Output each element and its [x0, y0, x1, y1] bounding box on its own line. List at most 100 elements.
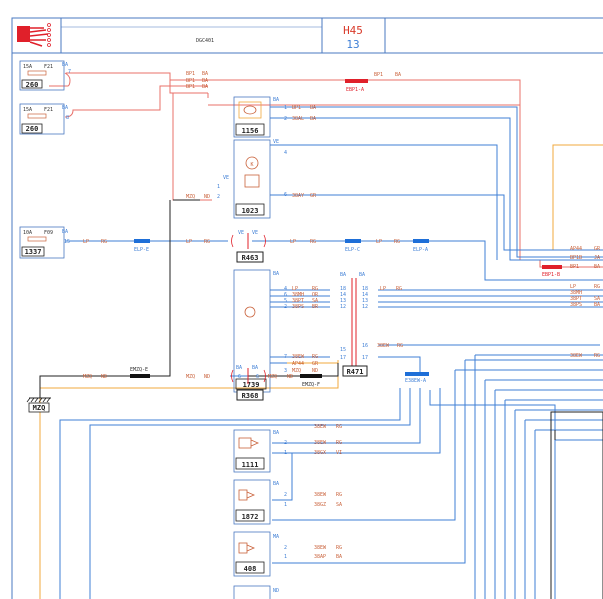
fuse-rating: 15A — [23, 107, 32, 113]
splice-label: ELP-C — [345, 247, 360, 253]
wire-label-38ew: 38EW — [570, 353, 583, 359]
fuse-id: F21 — [44, 107, 53, 113]
connector-r471: BA BA 18 14 13 12 15 17 18 14 13 12 16 1… — [340, 272, 368, 377]
ground-label: MZQ — [33, 404, 46, 412]
component-ref: 1023 — [242, 207, 259, 215]
splice-label: EBP1-A — [346, 87, 364, 93]
wire-label-ba: BA — [395, 72, 401, 78]
wire-label-lp: LP — [380, 286, 386, 292]
wire-label-38ps: 38PS — [570, 302, 582, 308]
wire-color: SA — [336, 502, 342, 508]
wire-label-nd: ND — [287, 374, 293, 380]
pin: 2 — [284, 304, 287, 310]
wire-label-38ew: 38EW — [377, 343, 390, 349]
pin-6: 6 — [284, 192, 287, 198]
wire-code: MZQ — [292, 368, 301, 374]
splice-label: ELP-E — [134, 247, 149, 253]
wire-code: LP — [292, 286, 298, 292]
blue-wires — [59, 106, 603, 599]
splice-label: E38EW-A — [405, 378, 426, 384]
wire-color: BA — [310, 105, 316, 111]
connector-r368: BA BA 6 6 R368 — [231, 365, 266, 401]
component-1111: 1111 BA 2 1 38EW RG 38GX VI — [233, 429, 342, 473]
wire-label-rg: RG — [397, 343, 403, 349]
wire-color: VI — [336, 450, 342, 456]
component-408: 408 MA 2 1 38EW RG 38AP BA — [233, 531, 342, 577]
wire-color: RG — [336, 492, 342, 498]
splice-elp-a: ELP-A — [413, 239, 429, 253]
wire-code: AP44 — [292, 361, 304, 367]
fuse-1337: 10A F09 1337 BA 15 — [19, 226, 70, 259]
fuse-pin-out: 8 — [66, 115, 69, 121]
wire-label-rg: RG — [396, 286, 402, 292]
pin-top: BA — [273, 271, 279, 277]
splice-emzq-e: EMZQ-E — [130, 367, 150, 378]
ground-symbol: MZQ — [26, 397, 51, 413]
pin-top: BA — [273, 481, 279, 487]
fuse-ref: 260 — [26, 125, 39, 133]
sheet-frame — [11, 17, 603, 599]
pin-top: BA — [273, 97, 279, 103]
wire-color: RG — [336, 440, 342, 446]
connector-pin: 18 — [362, 286, 368, 292]
connector-pin: 6 — [238, 374, 241, 380]
wire-code: BP1 — [292, 105, 301, 111]
component-ref: 1872 — [242, 513, 259, 521]
wire-color: RG — [336, 545, 342, 551]
pin-4: 4 — [284, 150, 287, 156]
wire-label-bp1: BP1 — [186, 84, 195, 90]
harness-logo — [17, 23, 51, 47]
connector-pin: 18 — [340, 286, 346, 292]
wire-label-ba: BA — [202, 71, 208, 77]
pin-1: 1 — [284, 554, 287, 560]
fuse-260-bottom: 15A F21 260 BA 8 — [19, 103, 69, 135]
wire-label-gr: GR — [594, 246, 601, 252]
pin-1: 1 — [284, 502, 287, 508]
connector-ref: R368 — [242, 392, 259, 400]
wire-label-mzq: MZQ — [186, 194, 195, 200]
pin-2: 2 — [217, 194, 220, 200]
pin-1: 1 — [284, 105, 287, 111]
pin: 5 — [284, 298, 287, 304]
pin-top: VE — [273, 139, 279, 145]
wire-label-rg: RG — [594, 353, 600, 359]
component-ref: 1156 — [242, 127, 259, 135]
connector-pin: 12 — [362, 304, 368, 310]
wire-code: 38EW — [314, 545, 327, 551]
fuse-pin-in: BA — [62, 229, 68, 235]
component-ref: 408 — [244, 565, 257, 573]
wire-label-bp1: BP1 — [186, 78, 195, 84]
black-wires — [39, 199, 603, 599]
component-bottom-partial: ND — [233, 585, 279, 599]
wire-label-lp: LP — [570, 284, 576, 290]
wire-label-rg: RG — [204, 239, 210, 245]
component-1023: K 1023 VE 4 6 VE 1 2 38AY GR — [217, 139, 317, 219]
fuse-id: F09 — [44, 230, 53, 236]
connector-pin: 13 — [362, 298, 368, 304]
fuse-rating: 10A — [23, 230, 32, 236]
splice-label: EMZQ-F — [302, 382, 320, 388]
wire-label-ba: BA — [202, 84, 208, 90]
orange-wires — [39, 144, 603, 599]
wire-code: 38GX — [314, 450, 326, 456]
wire-code: 38EW — [314, 440, 327, 446]
component-ref: 1111 — [242, 461, 259, 469]
wire-code: 38PS — [292, 304, 304, 310]
wire-color: GR — [310, 193, 317, 199]
connector-pin: 16 — [362, 343, 368, 349]
fuse-rating: 15A — [23, 64, 32, 70]
wire-label-rg: RG — [394, 239, 400, 245]
pin: 7 — [284, 354, 287, 360]
pin-2: 2 — [284, 116, 287, 122]
pin-top: MA — [273, 534, 279, 540]
wire-label-ba: BA — [594, 302, 600, 308]
fuse-pin-out: 7 — [68, 69, 71, 75]
sheet-number: 13 — [346, 38, 359, 51]
wire-code: 38GZ — [314, 502, 326, 508]
splice-e38ew-a: E38EW-A — [405, 372, 429, 384]
pin-2: 2 — [284, 492, 287, 498]
wire-label-38mh: 38MH — [570, 290, 582, 296]
connector-pin-right-top: BA — [359, 272, 365, 278]
diagram-title: DGC401 — [196, 38, 214, 44]
